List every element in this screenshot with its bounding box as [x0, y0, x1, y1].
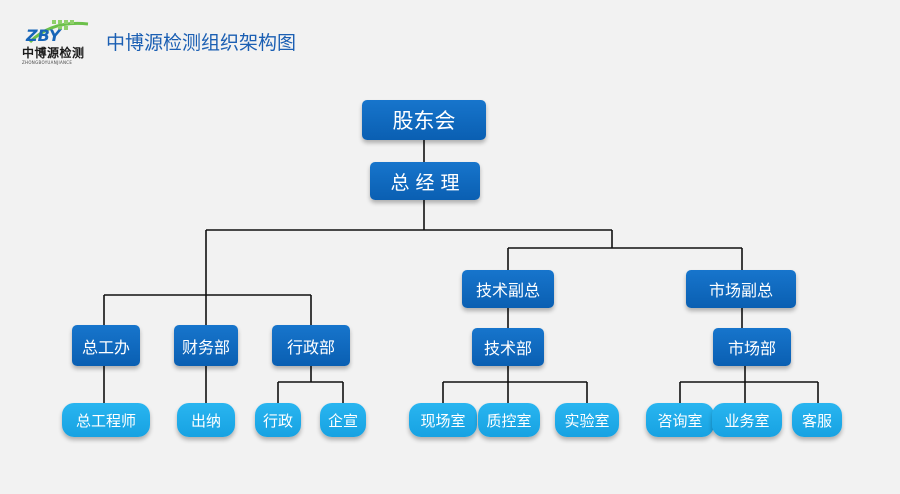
node-field-room: 现场室: [409, 403, 477, 437]
node-business-room: 业务室: [712, 403, 782, 437]
node-finance: 财务部: [174, 325, 238, 366]
node-cashier: 出纳: [177, 403, 235, 437]
node-market-dept: 市场部: [713, 328, 791, 366]
logo-mark-icon: ZBY: [25, 20, 89, 44]
node-chief-office: 总工办: [72, 325, 140, 366]
node-enterprise-promotion: 企宣: [320, 403, 366, 437]
node-board: 股东会: [362, 100, 486, 140]
node-admin: 行政部: [272, 325, 350, 366]
page-title: 中博源检测组织架构图: [106, 32, 297, 54]
node-customer-service: 客服: [792, 403, 842, 437]
logo-company-name: 中博源检测: [22, 46, 85, 60]
node-lab-room: 实验室: [555, 403, 619, 437]
node-qc-room: 质控室: [478, 403, 540, 437]
node-market-vp: 市场副总: [686, 270, 796, 308]
logo-company-pinyin: ZHONGBOYUANJIANCE: [22, 60, 73, 65]
node-general-manager: 总 经 理: [370, 162, 480, 200]
svg-text:ZBY: ZBY: [25, 26, 62, 44]
company-logo: ZBY 中博源检测 ZHONGBOYUANJIANCE: [12, 8, 96, 68]
node-tech-dept: 技术部: [472, 328, 544, 366]
node-tech-vp: 技术副总: [462, 270, 554, 308]
node-chief-engineer: 总工程师: [62, 403, 150, 437]
node-consult-room: 咨询室: [646, 403, 714, 437]
node-admin-staff: 行政: [255, 403, 301, 437]
